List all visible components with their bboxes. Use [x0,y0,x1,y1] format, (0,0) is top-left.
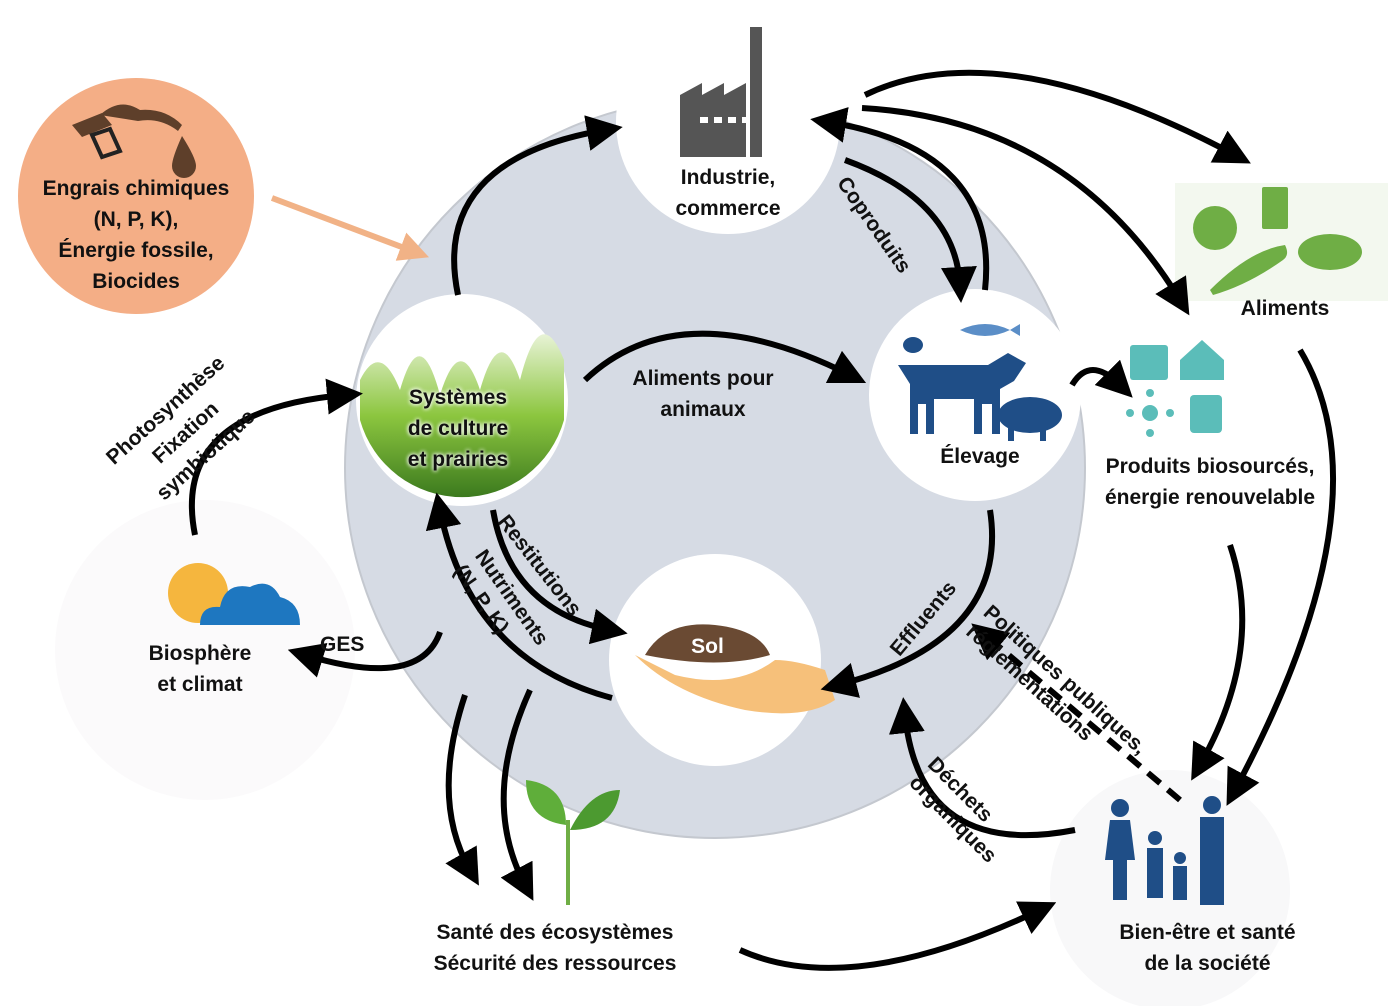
biobased-label: Produits biosourcés, énergie renouvelabl… [1080,451,1340,513]
label-line: et climat [157,673,243,696]
ecosystems-label: Santé des écosystèmes Sécurité des resso… [405,917,705,979]
label-line: Aliments pour [632,367,774,390]
livestock-label: Élevage [940,445,1020,468]
biosphere-label: Biosphère et climat [100,638,300,700]
label-line: de la société [1144,952,1271,975]
label-line: animaux [660,398,746,421]
label-line: Bien-être et santé [1119,921,1296,944]
feed-flow-label: Aliments pour animaux [603,363,803,425]
label-line: (N, P, K), [93,208,179,231]
soil-label: Sol [691,635,724,658]
ges-flow-label: GES [320,633,365,656]
soil-hand-icon [635,624,835,714]
label-line: de culture [407,417,509,440]
sun-cloud-icon [168,563,300,625]
label-line: énergie renouvelable [1104,486,1316,509]
label-line: Industrie, [680,166,776,189]
label-line: Sécurité des ressources [433,952,677,975]
factory-icon [680,27,762,157]
food-icon [1193,187,1362,295]
food-label: Aliments [1240,297,1330,320]
label-line: Engrais chimiques [42,177,230,200]
biobased-products-icon [1126,340,1224,437]
label-line: Biosphère [148,642,252,665]
crops-label: Systèmes de culture et prairies [358,382,558,475]
inputs-label: Engrais chimiques (N, P, K), Énergie fos… [18,173,254,297]
society-label: Bien-être et santé de la société [1090,917,1325,979]
industry-label: Industrie, commerce [628,162,828,224]
label-line: Produits biosourcés, [1105,455,1315,478]
label-line: Santé des écosystèmes [436,921,674,944]
label-line: Systèmes [408,386,508,409]
cow-pig-chicken-fish-icon [898,324,1062,441]
inputs-arrow [270,195,430,261]
inputs-node [18,78,254,314]
biosphere-halo [55,500,355,800]
label-line: commerce [675,197,781,220]
label-line: Biocides [92,270,180,293]
family-icon [1105,796,1224,905]
label-line: et prairies [407,448,509,471]
seedling-icon [526,780,620,905]
fuel-nozzle-icon [72,104,196,178]
grass-wheat-icon [360,334,564,498]
policies-dashed-arrow [971,623,1182,803]
label-line: Énergie fossile, [58,239,214,262]
flow-arrows [188,69,1336,971]
